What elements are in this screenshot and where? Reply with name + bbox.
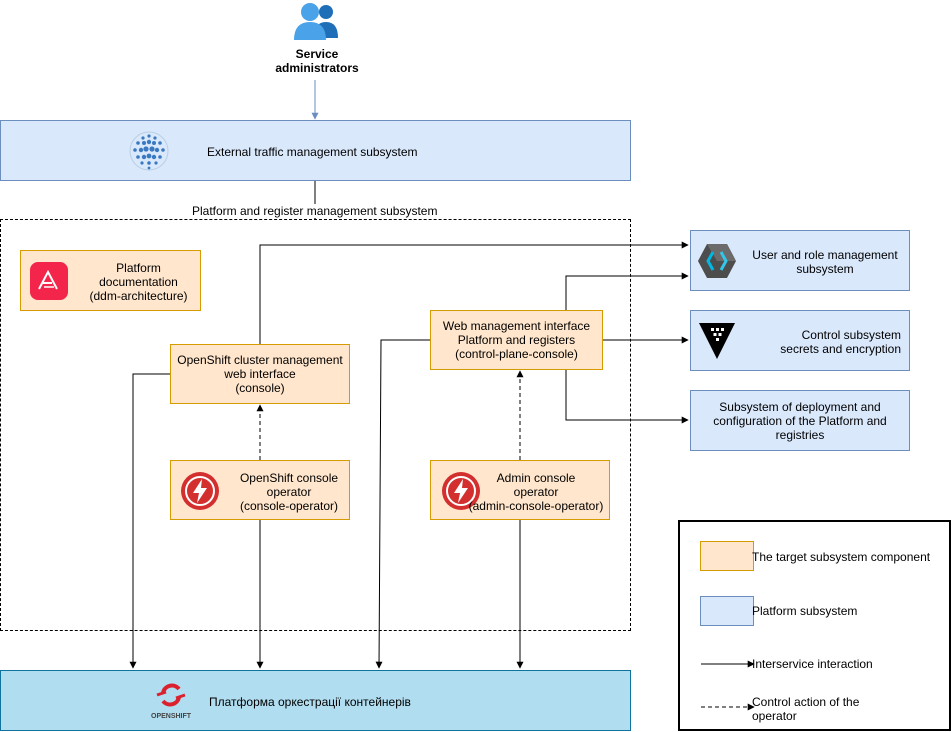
external-traffic-label: External traffic management subsystem [207,145,418,159]
legend-target-label: The target subsystem component [752,550,931,564]
service-administrators-label: Service administrators [275,47,359,75]
external-traffic-subsystem: External traffic management subsystem [0,120,631,181]
docs-icon [30,262,68,300]
arrow-console-to-openshift [129,373,170,669]
control-plane-console: Web management interface Platform and re… [430,310,603,370]
legend-target-swatch [700,541,754,571]
container-orchestration-label: Платформа оркестрації контейнерів [209,695,411,709]
legend-control-label: Control action of the operator [752,695,860,723]
openshift-console-operator: OpenShift console operator (console-oper… [170,460,350,520]
user-role-management-label: User and role management subsystem [752,248,898,276]
platform-documentation: Platform documentation (ddm-architecture… [20,250,201,311]
openshift-logo-icon [156,683,186,707]
users-icon [294,3,338,40]
keycloak-icon [698,244,736,278]
operator-lightning-icon [181,472,219,510]
admin-console-operator-label: Admin console operator (admin-console-op… [468,471,604,513]
control-plane-console-label: Web management interface Platform and re… [442,319,591,361]
network-globe-icon [129,131,169,171]
openshift-console: OpenShift cluster management web interfa… [170,344,350,404]
group-label: Platform and register management subsyst… [192,204,438,218]
deployment-configuration-label: Subsystem of deployment and configuratio… [713,399,887,442]
platform-register-management-group [0,219,631,631]
arrow-cpconsole-to-deploy [565,370,689,424]
container-orchestration-platform: OPENSHIFT Платформа оркестрації контейне… [0,670,631,731]
secrets-encryption-subsystem: Control subsystem secrets and encryption [690,310,910,371]
legend: The target subsystem component Platform … [678,520,951,731]
openshift-console-operator-label: OpenShift console operator (console-oper… [239,471,339,513]
arrow-console-to-user-mgmt [259,241,689,344]
vault-icon [699,323,735,359]
legend-platform-label: Platform subsystem [752,604,858,618]
openshift-logo-text: OPENSHIFT [151,713,192,720]
admin-console-operator: Admin console operator (admin-console-op… [430,460,610,520]
service-administrators: Service administrators [262,0,372,80]
legend-solid-arrow [701,660,755,668]
secrets-encryption-label: Control subsystem secrets and encryption [780,328,901,356]
arrow-cpconsole-to-openshift [375,339,430,669]
openshift-console-label: OpenShift cluster management web interfa… [177,353,343,395]
user-role-management-subsystem: User and role management subsystem [690,230,910,291]
deployment-configuration-subsystem: Subsystem of deployment and configuratio… [690,390,910,451]
operator-lightning-icon [442,472,480,510]
legend-interservice-label: Interservice interaction [752,657,873,671]
arrow-cpconsole-to-user-mgmt [565,272,689,310]
legend-dashed-arrow [701,703,755,711]
platform-documentation-label: Platform documentation (ddm-architecture… [89,261,188,303]
legend-platform-swatch [700,596,754,626]
